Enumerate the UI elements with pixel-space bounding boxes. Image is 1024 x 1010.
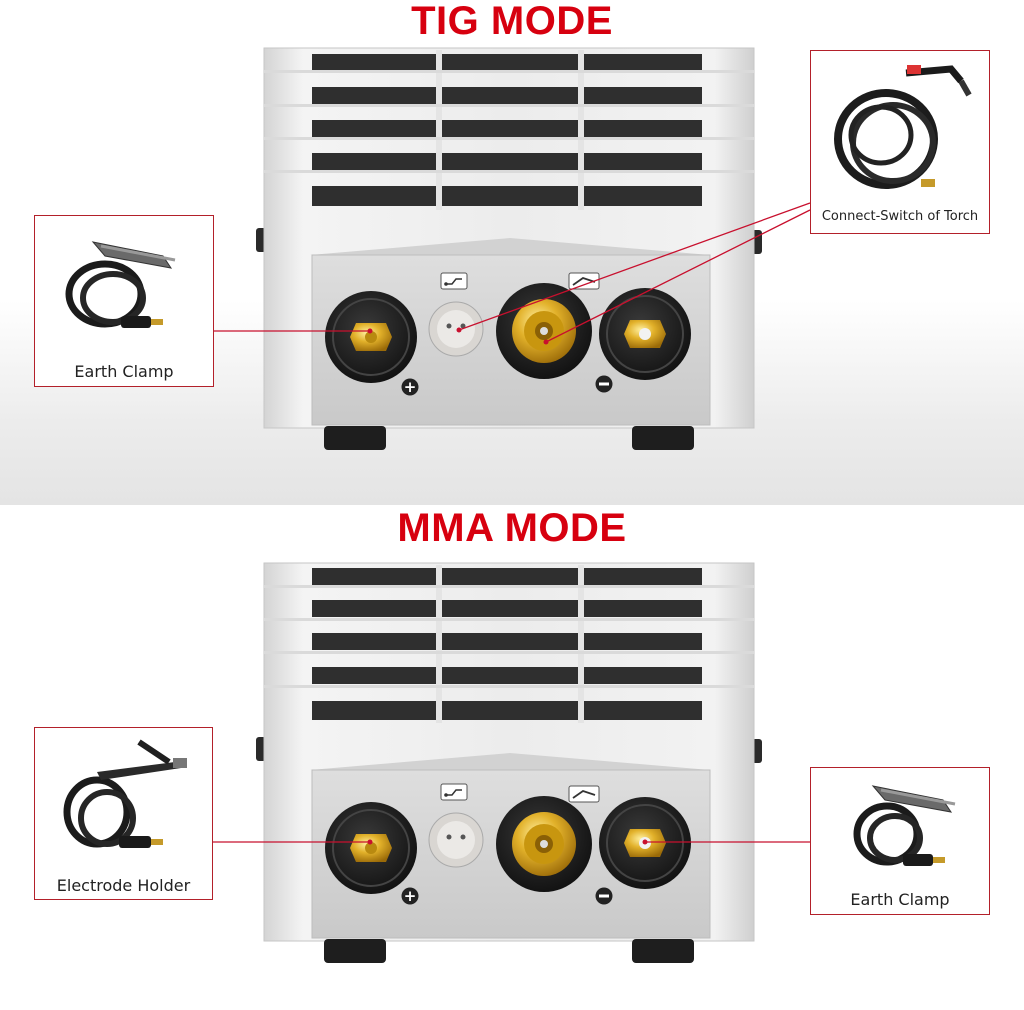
vent-louvers bbox=[264, 565, 754, 723]
positive-socket[interactable] bbox=[325, 291, 417, 383]
torch-callout: Connect-Switch of Torch bbox=[810, 50, 990, 234]
earth-clamp-icon bbox=[853, 785, 956, 866]
earth-clamp-callout: Earth Clamp bbox=[34, 215, 214, 387]
control-plug-socket[interactable] bbox=[428, 301, 484, 357]
mma-mode-section: MMA MODE bbox=[0, 505, 1024, 1010]
mma-mode-title: MMA MODE bbox=[397, 506, 627, 550]
torch-socket[interactable] bbox=[496, 796, 592, 892]
negative-socket[interactable] bbox=[599, 288, 691, 380]
earth-clamp-callout: Earth Clamp bbox=[810, 767, 990, 915]
tig-torch-icon bbox=[834, 65, 972, 189]
control-plug-socket[interactable] bbox=[428, 812, 484, 868]
torch-icon bbox=[568, 272, 600, 290]
electrode-holder-callout: Electrode Holder bbox=[34, 727, 213, 900]
gas-switch-icon bbox=[440, 783, 468, 801]
negative-symbol bbox=[595, 887, 613, 905]
positive-socket[interactable] bbox=[325, 802, 417, 894]
positive-symbol: + bbox=[401, 887, 419, 905]
vent-louvers bbox=[264, 50, 754, 210]
tig-mode-section: TIG MODE bbox=[0, 0, 1024, 505]
torch-label: Connect-Switch of Torch bbox=[821, 209, 979, 224]
tig-welder-machine: + bbox=[214, 47, 811, 450]
earth-clamp-label: Earth Clamp bbox=[850, 890, 950, 909]
torch-icon bbox=[568, 785, 600, 803]
leader-lines bbox=[214, 202, 811, 343]
mma-welder-machine: + bbox=[213, 562, 810, 963]
tig-mode-title: TIG MODE bbox=[411, 0, 613, 43]
negative-symbol bbox=[595, 375, 613, 393]
positive-symbol: + bbox=[401, 378, 419, 396]
gas-switch-icon bbox=[440, 272, 468, 290]
earth-clamp-label: Earth Clamp bbox=[74, 362, 174, 381]
torch-socket[interactable] bbox=[496, 283, 592, 379]
earth-clamp-icon bbox=[65, 241, 176, 328]
svg-text:+: + bbox=[404, 378, 417, 396]
electrode-holder-label: Electrode Holder bbox=[56, 876, 191, 895]
svg-text:+: + bbox=[404, 887, 417, 905]
electrode-holder-icon bbox=[63, 739, 187, 848]
